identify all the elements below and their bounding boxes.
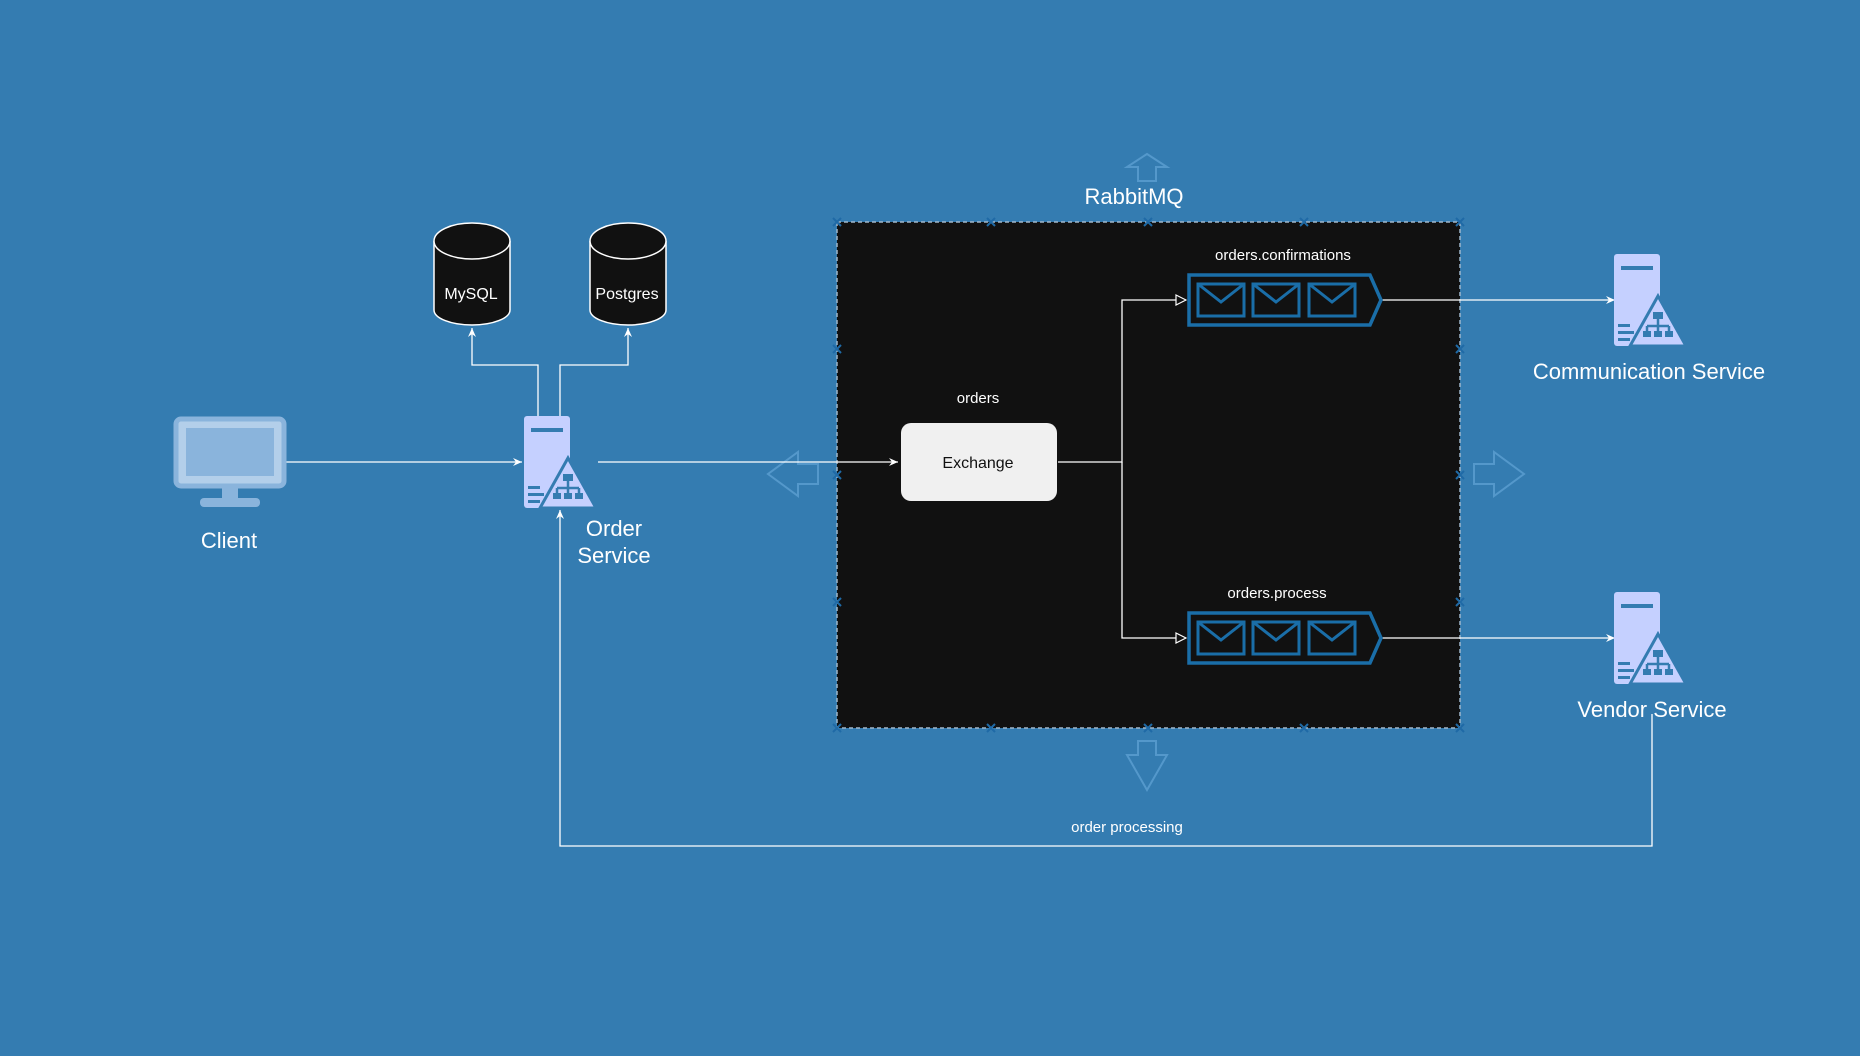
exchange-box — [901, 423, 1057, 501]
queue-orders-confirmations[interactable]: orders.confirmations — [1187, 247, 1383, 327]
monitor-icon — [173, 416, 287, 507]
edges — [286, 300, 1653, 847]
edge-label-order-processing: order processing — [1071, 819, 1183, 836]
client-label: Client — [201, 528, 257, 553]
postgres-database[interactable]: Postgres — [589, 222, 667, 326]
mysql-label: MySQL — [444, 286, 497, 303]
rabbitmq-label: RabbitMQ — [1084, 184, 1183, 209]
order-service-label-line1: Order — [586, 516, 642, 541]
server-icon — [522, 414, 598, 510]
client-node[interactable]: Client — [173, 416, 287, 553]
edge-order-service-to-postgres — [559, 328, 632, 416]
queue-confirmations-label: orders.confirmations — [1215, 247, 1351, 264]
queue-shape — [1187, 273, 1383, 327]
mysql-database[interactable]: MySQL — [433, 222, 511, 326]
edge-exchange-to-process — [1121, 462, 1186, 638]
communication-service-label: Communication Service — [1533, 359, 1765, 384]
queue-orders-process[interactable]: orders.process — [1187, 585, 1383, 665]
database-cylinder-icon — [433, 241, 511, 326]
exchange-name: orders — [957, 390, 1000, 407]
edge-order-service-to-mysql — [468, 328, 539, 416]
communication-service-node[interactable]: Communication Service — [1533, 252, 1765, 384]
queue-process-label: orders.process — [1227, 585, 1326, 602]
edge-exchange-to-confirmations — [1058, 300, 1186, 463]
postgres-label: Postgres — [595, 286, 658, 303]
database-cylinder-icon — [589, 241, 667, 326]
vendor-service-node[interactable]: Vendor Service — [1577, 590, 1727, 722]
vendor-service-label: Vendor Service — [1577, 697, 1726, 722]
edge-vendor-to-order-service — [556, 510, 1653, 847]
queue-shape — [1187, 611, 1383, 665]
order-service-node[interactable]: Order Service — [522, 414, 651, 568]
exchange-label: Exchange — [942, 455, 1013, 472]
server-icon — [1612, 590, 1688, 686]
order-service-label-line2: Service — [577, 543, 650, 568]
exchange-node[interactable]: orders Exchange — [901, 390, 1057, 501]
server-icon — [1612, 252, 1688, 348]
selection-handles — [832, 217, 1465, 733]
